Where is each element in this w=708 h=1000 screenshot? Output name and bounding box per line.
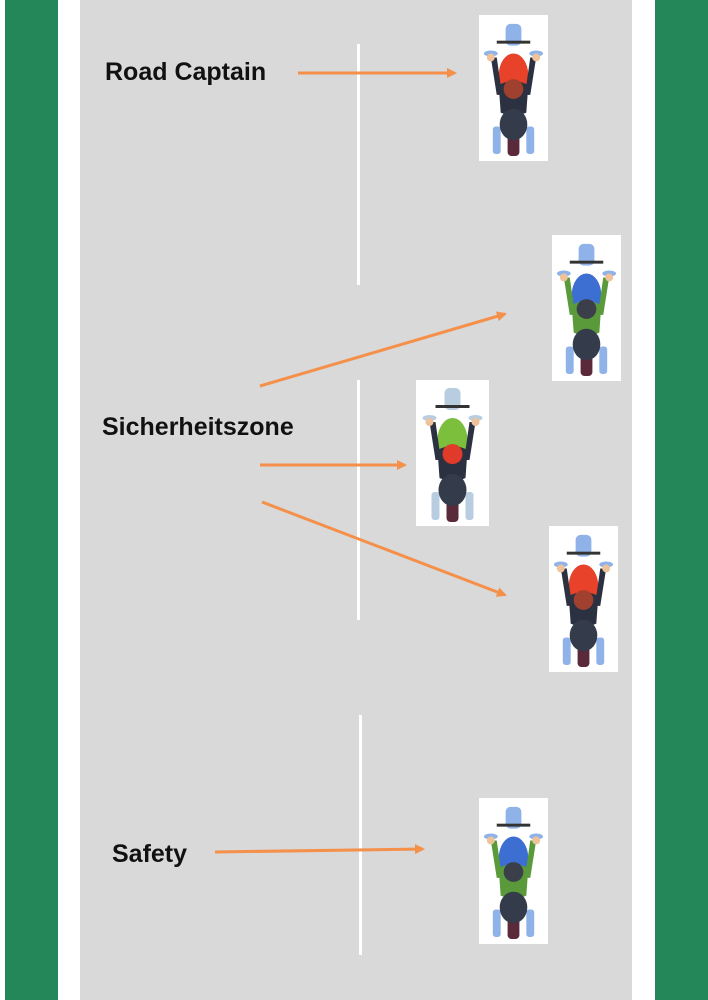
arrow-zone-rear [261, 500, 507, 597]
right-verge [655, 0, 708, 1000]
motorcycle-icon [483, 23, 544, 157]
left-verge [5, 0, 58, 1000]
motorcycle-icon [422, 388, 483, 522]
motorcycle-safety [479, 798, 548, 944]
motorcycle-zone-center [416, 380, 489, 526]
lane-divider-dash [359, 715, 362, 955]
arrow-zone-front [259, 311, 507, 388]
motorcycle-zone-front [552, 235, 621, 381]
lane-divider-dash [357, 44, 360, 285]
motorcycle-icon [553, 534, 614, 668]
arrow-safety [214, 844, 425, 855]
motorcycle-road-captain [479, 15, 548, 161]
safety-label: Safety [112, 840, 188, 868]
road-captain-label: Road Captain [105, 58, 267, 86]
motorcycle-zone-rear [549, 526, 618, 672]
motorcycle-icon [483, 806, 544, 940]
motorcycle-icon [556, 243, 617, 377]
safety-zone-label: Sicherheitszone [102, 413, 294, 441]
lane-divider-dash [357, 380, 360, 620]
